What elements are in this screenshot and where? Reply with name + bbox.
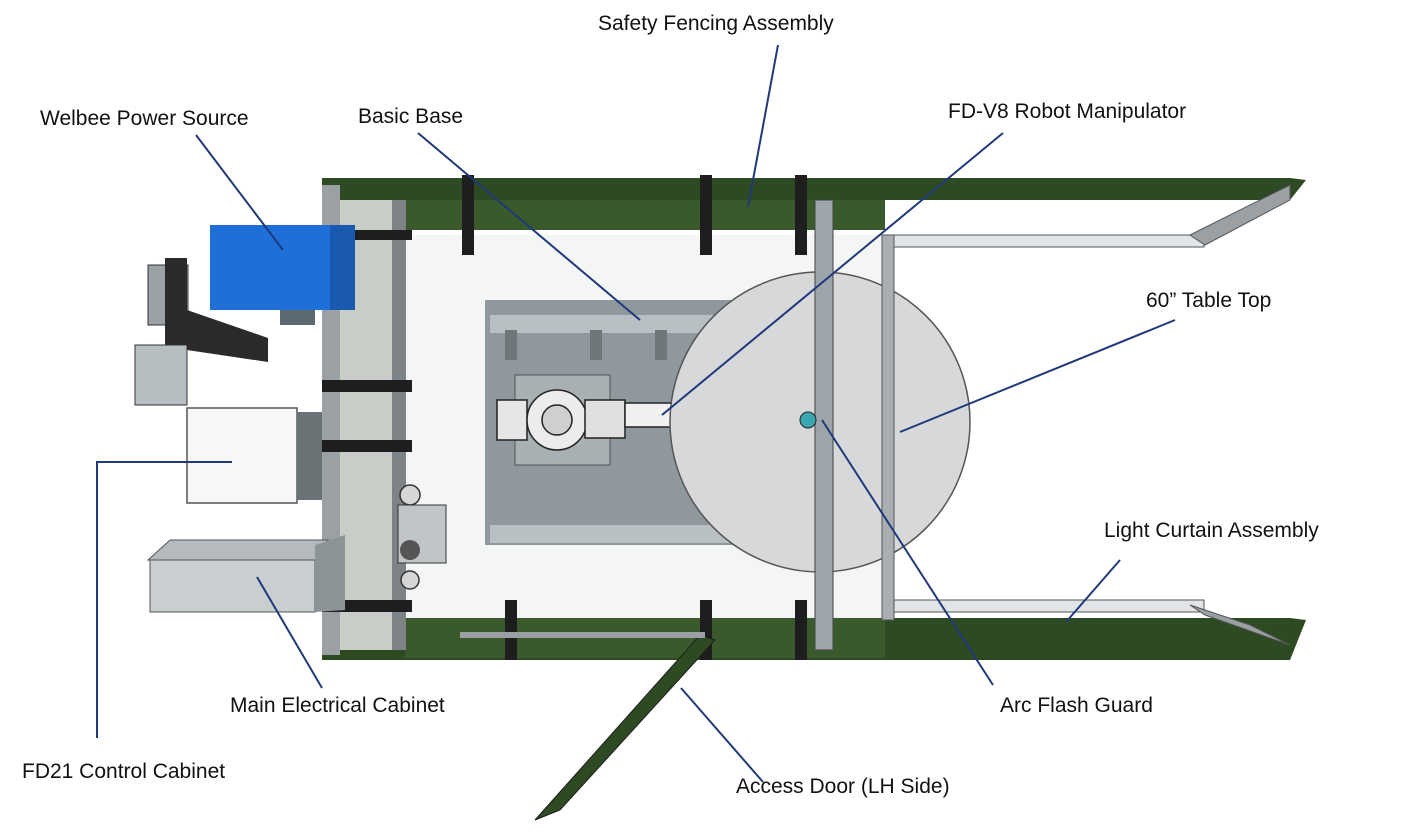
- arc-flash-guard: [799, 199, 834, 651]
- fence-post: [795, 175, 807, 255]
- leader-main-electrical: [256, 576, 323, 689]
- label-safety-fencing: Safety Fencing Assembly: [598, 12, 834, 35]
- leader-lines: [96, 44, 1176, 783]
- top-fence-rail: [322, 178, 1306, 200]
- leader-welbee-power: [195, 134, 284, 251]
- top-fence-inner: [405, 200, 885, 230]
- teach-pendant-bracket: [134, 258, 268, 406]
- label-basic-base: Basic Base: [358, 105, 464, 128]
- label-robot: FD-V8 Robot Manipulator: [948, 100, 1187, 123]
- gauge-assembly: [397, 484, 447, 590]
- leader-safety-fencing: [747, 44, 779, 208]
- main-electrical-cabinet: [146, 535, 345, 613]
- safety-fencing: [322, 175, 1306, 660]
- leader-table-top: [899, 319, 1176, 433]
- access-door: [460, 632, 716, 821]
- label-welbee-power: Welbee Power Source: [40, 107, 249, 130]
- label-fd21-control: FD21 Control Cabinet: [22, 760, 226, 783]
- fence-post: [795, 600, 807, 660]
- welbee-power-source: [210, 225, 355, 325]
- label-access-door: Access Door (LH Side): [736, 775, 950, 798]
- leader-arc-flash: [821, 419, 994, 686]
- label-arc-flash: Arc Flash Guard: [1000, 694, 1153, 717]
- leader-light-curtain: [1065, 559, 1121, 623]
- fence-post: [700, 175, 712, 255]
- label-table-top: 60” Table Top: [1146, 289, 1272, 312]
- robot-manipulator: [496, 389, 746, 451]
- fence-post: [505, 600, 517, 660]
- fence-post: [462, 175, 474, 255]
- leader-access-door: [680, 687, 764, 783]
- leader-robot: [661, 132, 1004, 416]
- leader-fd21-control: [96, 461, 232, 738]
- fd21-control-cabinet: [186, 407, 322, 504]
- label-main-electrical: Main Electrical Cabinet: [230, 694, 445, 717]
- label-light-curtain: Light Curtain Assembly: [1104, 519, 1319, 542]
- leader-basic-base: [417, 132, 641, 321]
- light-curtain-frame: [881, 184, 1291, 646]
